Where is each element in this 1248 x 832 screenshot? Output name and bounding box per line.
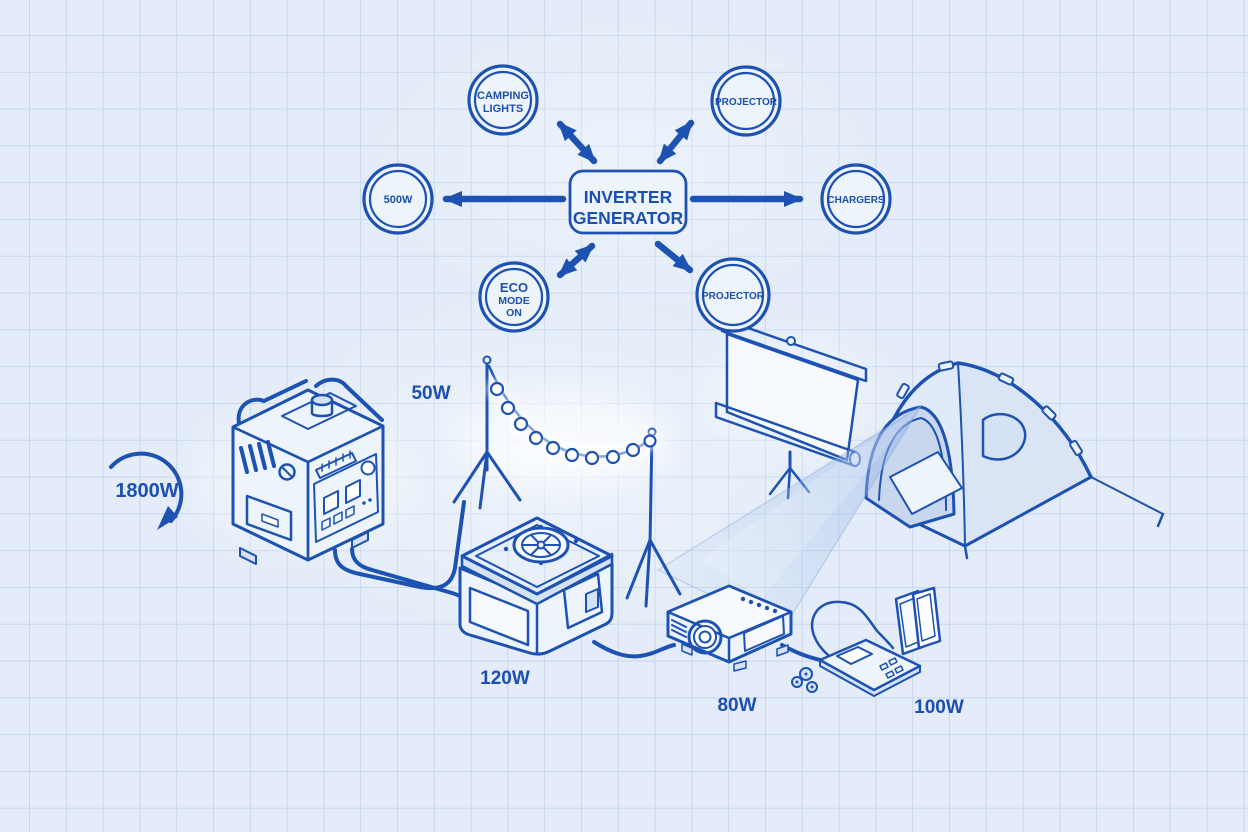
watt-label-cooler: 120W bbox=[480, 668, 530, 689]
arrow-to-camping-lights bbox=[556, 120, 598, 165]
svg-text:ECO: ECO bbox=[500, 280, 528, 295]
svg-text:PROJECTOR: PROJECTOR bbox=[702, 291, 765, 302]
generator-handle-left bbox=[236, 379, 308, 425]
svg-text:PROJECTOR: PROJECTOR bbox=[715, 97, 778, 108]
arrow-to-projector-bottom bbox=[654, 240, 694, 274]
svg-text:MODE: MODE bbox=[498, 295, 530, 307]
svg-text:CHARGERS: CHARGERS bbox=[827, 195, 885, 206]
generator-socket bbox=[345, 479, 361, 504]
string-lights-illustration: 50W bbox=[411, 355, 682, 608]
charger-display bbox=[836, 646, 873, 665]
generator-vents bbox=[239, 440, 276, 474]
generator-socket bbox=[323, 490, 339, 515]
light-bulbs bbox=[487, 379, 659, 468]
cycle-arrow-icon bbox=[109, 451, 184, 523]
cooler-handle bbox=[562, 572, 604, 630]
badge-projector-bottom: PROJECTOR bbox=[695, 257, 771, 333]
badge-camping-lights: CAMPING LIGHTS bbox=[467, 64, 539, 136]
tent-window bbox=[981, 412, 1027, 461]
svg-text:CAMPING: CAMPING bbox=[477, 90, 529, 102]
watt-label-string-lights: 50W bbox=[411, 383, 450, 404]
cable-generator-to-lights bbox=[333, 500, 466, 590]
arrow-to-projector-top bbox=[656, 119, 695, 165]
projector-illustration: 80W bbox=[666, 584, 793, 716]
hub-title-line2: GENERATOR bbox=[573, 208, 684, 228]
rated-power-label: 1800W bbox=[109, 451, 184, 530]
charger-cable bbox=[810, 600, 895, 657]
watt-label-generator: 1800W bbox=[115, 480, 178, 502]
cooler-illustration: 120W bbox=[458, 516, 614, 689]
watt-label-projector: 80W bbox=[717, 695, 756, 716]
lights-left-tripod bbox=[452, 450, 522, 510]
generator-handle-right bbox=[314, 377, 384, 422]
watt-label-chargers: 100W bbox=[914, 697, 964, 718]
tent-guy-rope bbox=[1090, 476, 1164, 515]
badge-projector-top: PROJECTOR bbox=[710, 65, 782, 137]
hub-title-line1: INVERTER bbox=[584, 187, 673, 207]
hub-diagram: INVERTER GENERATOR CAMPING LIGHTS PROJEC… bbox=[362, 64, 892, 333]
svg-text:ON: ON bbox=[506, 307, 522, 319]
generator-outlet-door bbox=[245, 494, 293, 542]
badge-500w: 500W bbox=[362, 163, 434, 235]
cooler-lid bbox=[460, 516, 614, 596]
generator-gauge bbox=[360, 460, 376, 476]
svg-text:LIGHTS: LIGHTS bbox=[483, 103, 523, 115]
badge-eco-mode: ECO MODE ON bbox=[478, 261, 550, 333]
arrow-to-eco-mode bbox=[556, 242, 596, 279]
tent-illustration bbox=[864, 360, 1165, 560]
generator-illustration bbox=[231, 377, 385, 565]
badge-chargers: CHARGERS bbox=[820, 163, 892, 235]
projector-vents bbox=[671, 619, 687, 638]
generator-control-panel bbox=[313, 453, 379, 543]
charging-station-illustration: 100W bbox=[791, 586, 964, 718]
lights-right-tripod bbox=[625, 538, 682, 608]
phone bbox=[911, 586, 942, 650]
tent-floor-mat bbox=[889, 451, 963, 515]
inverter-generator-box bbox=[568, 169, 688, 235]
cable-cooler-to-projector bbox=[592, 640, 676, 659]
projector-lens bbox=[687, 619, 723, 655]
svg-text:500W: 500W bbox=[384, 194, 413, 206]
